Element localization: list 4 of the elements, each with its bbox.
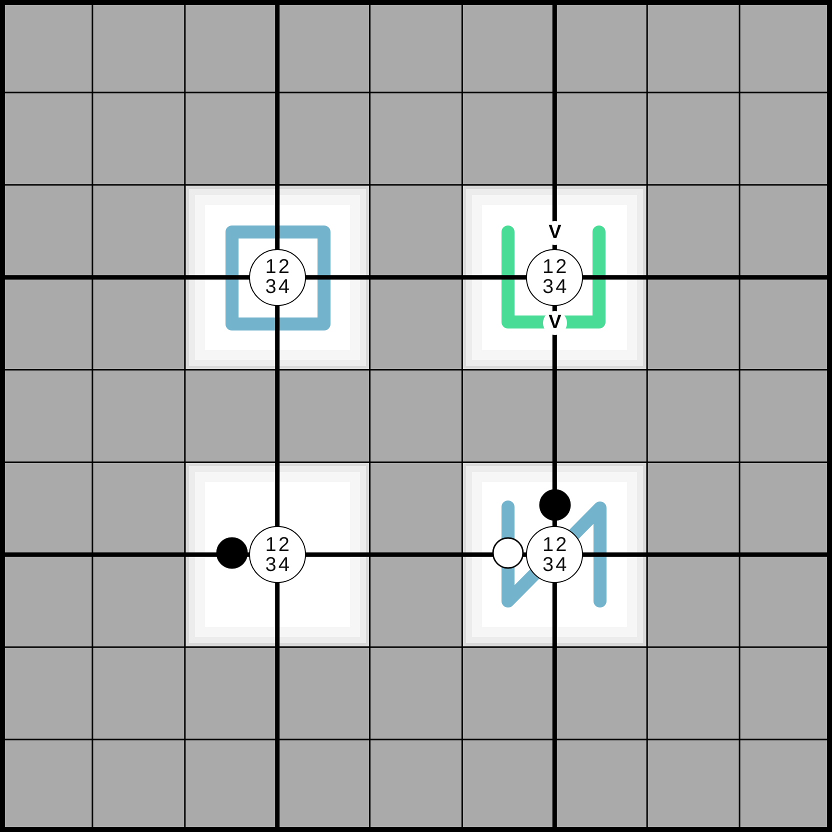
clue-digits: 12 34 — [542, 534, 570, 575]
clue-digits: 12 34 — [264, 257, 292, 298]
clue-digits: 12 34 — [542, 257, 570, 298]
clue-digits: 12 34 — [264, 534, 292, 575]
